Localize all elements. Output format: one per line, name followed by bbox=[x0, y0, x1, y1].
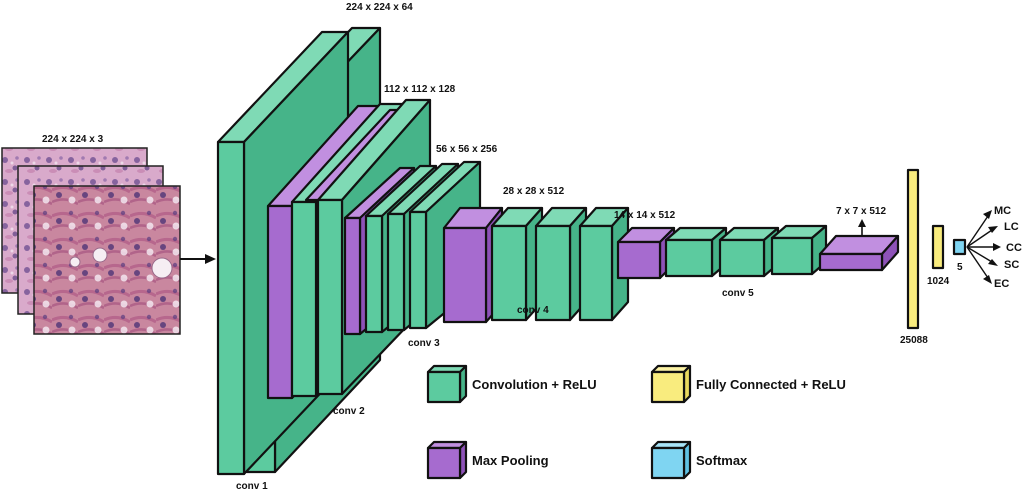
fc1-bar bbox=[906, 168, 920, 330]
conv2-name-label: conv 2 bbox=[333, 406, 365, 417]
softmax-size-label: 5 bbox=[957, 262, 963, 273]
legend-pool-swatch bbox=[426, 440, 468, 480]
legend-fc-swatch bbox=[650, 364, 692, 404]
pool5-dims-label: 7 x 7 x 512 bbox=[836, 206, 886, 217]
legend-softmax-label: Softmax bbox=[696, 453, 748, 468]
fc2-size-label: 1024 bbox=[927, 276, 950, 287]
conv4-block bbox=[442, 206, 630, 324]
legend-softmax-swatch bbox=[650, 440, 692, 480]
conv4-name-label: conv 4 bbox=[517, 305, 549, 316]
output-class-label: MC bbox=[994, 205, 1011, 217]
input-dims-label: 224 x 224 x 3 bbox=[42, 134, 104, 145]
conv3-name-label: conv 3 bbox=[408, 338, 440, 349]
conv2-dims-label: 112 x 112 x 128 bbox=[384, 84, 456, 95]
softmax-box bbox=[952, 238, 967, 256]
pool5-block bbox=[818, 219, 900, 272]
fc2-bar bbox=[931, 224, 945, 270]
input-images bbox=[1, 147, 181, 335]
conv4-dims-label: 28 x 28 x 512 bbox=[503, 186, 565, 197]
conv1-name-label: conv 1 bbox=[236, 481, 268, 490]
legend-conv-label: Convolution + ReLU bbox=[472, 377, 597, 392]
output-class-label: EC bbox=[994, 278, 1009, 290]
legend-conv-swatch bbox=[426, 364, 468, 404]
conv3-dims-label: 56 x 56 x 256 bbox=[436, 144, 498, 155]
legend-fc-label: Fully Connected + ReLU bbox=[696, 377, 846, 392]
conv1-dims-label: 224 x 224 x 64 bbox=[346, 2, 413, 13]
input-arrow bbox=[180, 254, 216, 264]
fc-layers bbox=[906, 168, 967, 330]
conv5-block bbox=[616, 224, 828, 280]
legend-pool-label: Max Pooling bbox=[472, 453, 549, 468]
output-class-label: SC bbox=[1004, 259, 1019, 271]
output-class-label: LC bbox=[1004, 221, 1019, 233]
fc1-size-label: 25088 bbox=[900, 335, 928, 346]
conv5-dims-label: 14 x 14 x 512 bbox=[614, 210, 676, 221]
output-class-label: CC bbox=[1006, 242, 1022, 254]
legend bbox=[426, 364, 692, 480]
conv5-name-label: conv 5 bbox=[722, 288, 754, 299]
output-arrows bbox=[966, 210, 1001, 284]
